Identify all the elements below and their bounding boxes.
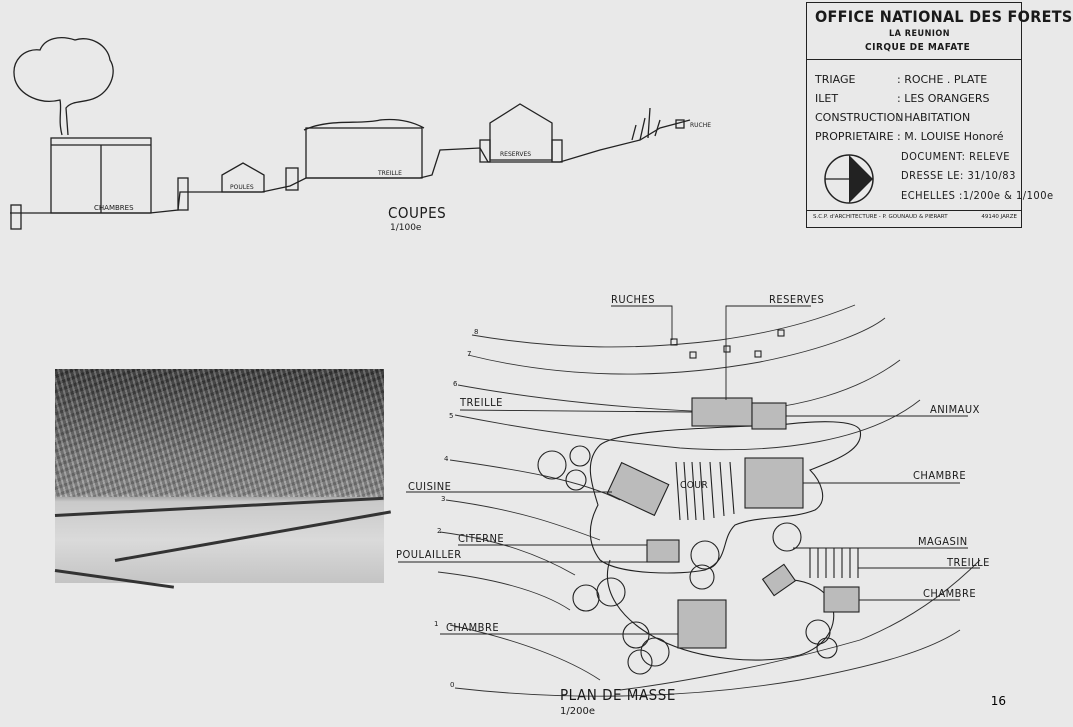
row-construction: CONSTRUCTION: HABITATION xyxy=(815,111,971,124)
ruche-2 xyxy=(689,351,697,359)
region-name: LA REUNION xyxy=(889,29,951,39)
coupe-label-ruche: RUCHE xyxy=(690,122,712,129)
contour-3 xyxy=(445,499,601,541)
tree xyxy=(13,37,114,136)
building-cuisine xyxy=(606,461,670,517)
treille-court xyxy=(675,461,735,521)
row-triage: TRIAGE: ROCHE . PLATE xyxy=(815,73,988,86)
dresse-date: DRESSE LE: 31/10/83 xyxy=(901,169,1016,182)
cirque-name: CIRQUE DE MAFATE xyxy=(865,42,971,53)
retaining-wall xyxy=(177,177,189,211)
contour-5 xyxy=(454,399,921,451)
echelles: ECHELLES :1/200e & 1/100e xyxy=(901,189,1054,202)
label-treille-left: TREILLE xyxy=(460,396,503,409)
ground-line xyxy=(10,119,691,214)
ruche-5 xyxy=(777,329,785,337)
site-photo xyxy=(54,369,392,589)
leader-lines xyxy=(398,305,980,635)
north-arrow xyxy=(824,154,874,204)
contour-2 xyxy=(439,531,576,576)
tree-plan-1 xyxy=(537,450,567,480)
contour-number-3: 3 xyxy=(441,495,446,503)
document-type: DOCUMENT: RELEVE xyxy=(901,150,1010,163)
section-poules xyxy=(221,162,265,193)
label-ruches: RUCHES xyxy=(611,293,656,306)
building-citerne xyxy=(646,539,680,563)
building-magasin xyxy=(761,563,797,597)
contour-number-6: 6 xyxy=(453,380,458,388)
building-chambre-3 xyxy=(677,599,727,649)
contour-0a xyxy=(449,624,601,681)
title-block: OFFICE NATIONAL DES FORETS LA REUNION CI… xyxy=(806,2,1072,228)
contour-8 xyxy=(471,304,856,348)
contour-number-1: 1 xyxy=(434,620,439,628)
grass xyxy=(631,107,661,141)
sections-drawing xyxy=(10,37,691,230)
label-chambre-left: CHAMBRE xyxy=(446,621,500,634)
plan-title: PLAN DE MASSE xyxy=(560,686,676,704)
architect-credit: S.C.P. d'ARCHITECTURE - P. GOUNAUD & PIE… xyxy=(813,214,948,220)
contour-0 xyxy=(454,629,961,697)
contour-number-5: 5 xyxy=(449,412,454,420)
title-block-header: OFFICE NATIONAL DES FORETS LA REUNION CI… xyxy=(807,3,1072,60)
org-name: OFFICE NATIONAL DES FORETS xyxy=(815,7,1073,26)
ruche-3 xyxy=(723,345,731,353)
coupes-scale: 1/100e xyxy=(390,223,422,233)
label-animaux: ANIMAUX xyxy=(930,403,980,416)
title-block-footer: S.C.P. d'ARCHITECTURE - P. GOUNAUD & PIE… xyxy=(807,210,1021,227)
label-chambre-right: CHAMBRE xyxy=(913,469,967,482)
contour-number-8: 8 xyxy=(474,328,479,336)
contour-extra xyxy=(619,559,981,691)
contour-6 xyxy=(457,359,901,413)
contour-number-2: 2 xyxy=(437,527,442,535)
coupe-label-chambres: CHAMBRES xyxy=(94,204,134,212)
label-poulailler: POULAILLER xyxy=(396,548,462,561)
section-treille xyxy=(305,127,423,179)
coupe-label-poules: POULES xyxy=(230,184,254,191)
label-magasin: MAGASIN xyxy=(918,535,968,548)
label-court: COUR xyxy=(680,480,709,491)
label-treille-right: TREILLE xyxy=(947,556,990,569)
plan-scale: 1/200e xyxy=(560,706,595,717)
label-citerne: CITERNE xyxy=(458,532,505,545)
row-ilet: ILET: LES ORANGERS xyxy=(815,92,990,105)
contour-4 xyxy=(449,459,621,501)
enclosure-wall xyxy=(589,421,861,574)
coupe-label-reserves: RESERVES xyxy=(500,151,532,158)
page-number: 16 xyxy=(990,694,1006,708)
architect-address: 49140 JARZE xyxy=(981,214,1017,220)
contour-number-7: 7 xyxy=(467,350,472,358)
section-reserves xyxy=(489,103,553,161)
row-proprietaire: PROPRIETAIRE: M. LOUISE Honoré xyxy=(815,130,1004,143)
building-animaux-1 xyxy=(691,397,753,427)
coupe-label-treille: TREILLE xyxy=(378,170,402,177)
contour-number-4: 4 xyxy=(444,455,449,463)
label-chambre-right-2: CHAMBRE xyxy=(923,587,977,600)
section-ruche xyxy=(675,119,685,129)
site-plan xyxy=(537,329,861,675)
building-animaux-2 xyxy=(751,402,787,430)
label-reserves: RESERVES xyxy=(769,293,825,306)
ruche-1 xyxy=(670,338,678,346)
treille-right xyxy=(809,548,859,578)
ruche-4 xyxy=(754,350,762,358)
contour-7 xyxy=(467,317,886,375)
label-cuisine: CUISINE xyxy=(408,480,452,493)
contour-1 xyxy=(437,571,571,611)
coupes-title: COUPES xyxy=(388,204,447,222)
building-chambre xyxy=(744,457,804,509)
contour-number-0: 0 xyxy=(450,681,455,689)
building-chambre-2 xyxy=(823,586,860,613)
drawing-sheet xyxy=(10,37,981,697)
